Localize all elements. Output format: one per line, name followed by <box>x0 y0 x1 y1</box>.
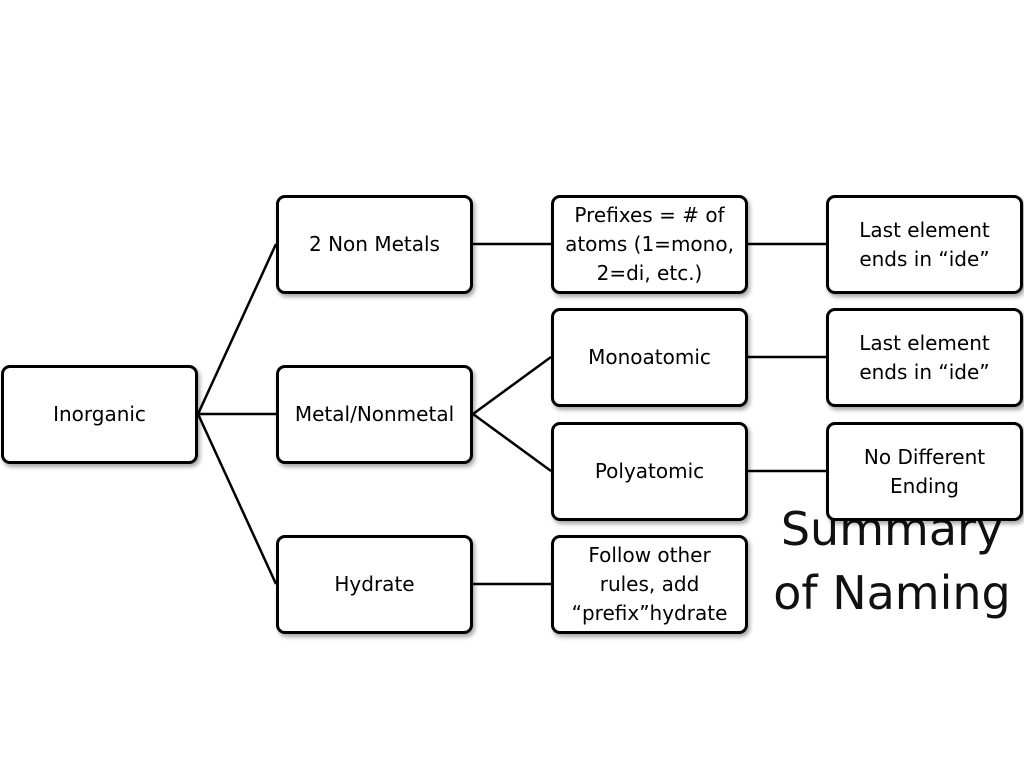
node-hydrate: Hydrate <box>276 535 473 634</box>
node-last-element-1: Last element ends in “ide” <box>826 195 1023 294</box>
connector-inorganic-nonmetals <box>196 243 278 415</box>
node-monoatomic: Monoatomic <box>551 308 748 407</box>
connector-metal-poly <box>472 412 552 473</box>
slide-title-line-2: of Naming <box>773 566 1011 620</box>
connector-inorganic-hydrate <box>196 413 278 585</box>
node-no-different-ending: No Different Ending <box>826 422 1023 521</box>
connector-metal-mono <box>472 355 552 416</box>
node-follow-rules: Follow other rules, add “prefix”hydrate <box>551 535 748 634</box>
node-prefixes: Prefixes = # of atoms (1=mono, 2=di, etc… <box>551 195 748 294</box>
node-inorganic: Inorganic <box>1 365 198 464</box>
node-two-non-metals: 2 Non Metals <box>276 195 473 294</box>
node-polyatomic: Polyatomic <box>551 422 748 521</box>
node-metal-nonmetal: Metal/Nonmetal <box>276 365 473 464</box>
node-last-element-2: Last element ends in “ide” <box>826 308 1023 407</box>
